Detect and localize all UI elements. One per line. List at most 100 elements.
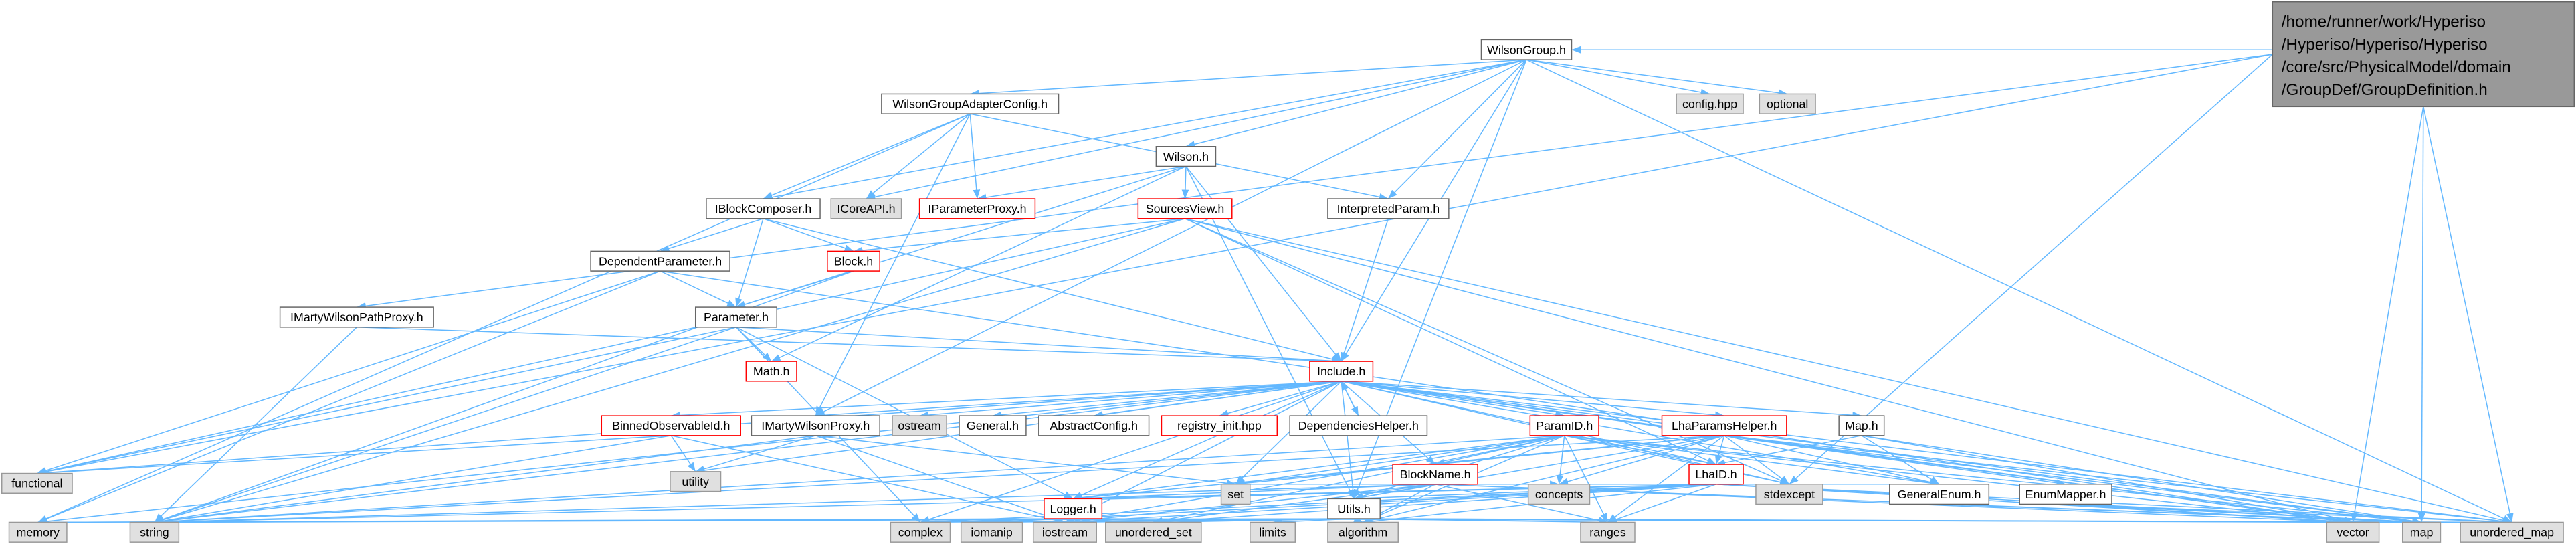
node-label: set	[1227, 488, 1244, 501]
edge-sourcesview-h-to-vector	[1185, 218, 2353, 524]
edge-include-h-to-binnedobservableid-h	[671, 381, 1342, 419]
edge-paramid-h-to-map	[1564, 435, 2422, 525]
node-logger-h[interactable]: Logger.h	[1044, 498, 1103, 519]
node-box[interactable]	[1038, 415, 1150, 436]
edge-paramid-h-to-set	[1235, 435, 1565, 487]
node-box	[1755, 484, 1823, 505]
node-include-h[interactable]: Include.h	[1309, 361, 1374, 382]
node-box[interactable]	[1838, 415, 1885, 436]
node-interpretedparam-h[interactable]: InterpretedParam.h	[1327, 198, 1450, 219]
node-registry-init-hpp[interactable]: registry_init.hpp	[1161, 415, 1278, 436]
node-box[interactable]	[881, 93, 1060, 114]
edge-wilsongroup-h-to-wilsongroupadapterconfig-h	[970, 59, 1527, 97]
edge-include-h-to-lhaparamshelper-h	[1341, 381, 1724, 419]
edge-wilson-h-to-math-h	[771, 165, 1187, 362]
node-box[interactable]	[1161, 415, 1278, 436]
node-label: Map.h	[1845, 419, 1878, 432]
edge-include-h-to-map	[1341, 381, 2422, 525]
edge-lhaparamshelper-h-to-generalenum-h	[1724, 435, 1940, 486]
node-box[interactable]	[959, 415, 1027, 436]
edge-lhaid-h-to-ranges	[1607, 484, 1716, 523]
node-iparameterproxy-h[interactable]: IParameterProxy.h	[918, 198, 1036, 219]
node-wilsongroupadapterconfig-h[interactable]: WilsonGroupAdapterConfig.h	[881, 93, 1060, 114]
node-box[interactable]	[601, 415, 741, 436]
node-box[interactable]	[1327, 198, 1450, 219]
node-box[interactable]	[827, 250, 880, 272]
node-label: string	[140, 526, 169, 539]
edge-binnedobservableid-h-to-utility	[670, 435, 696, 472]
node-box[interactable]	[706, 198, 821, 219]
node-lhaid-h[interactable]: LhaID.h	[1688, 464, 1744, 485]
node-box[interactable]	[1155, 146, 1217, 167]
edge-paramid-h-to-iostream	[1064, 435, 1565, 525]
edge-dependentparameter-h-to-memory	[37, 270, 661, 523]
node-box[interactable]	[751, 415, 880, 436]
node-label: Wilson.h	[1163, 150, 1209, 163]
node-imartywilsonpathproxy-h[interactable]: IMartyWilsonPathProxy.h	[279, 306, 434, 328]
node-wilson-h[interactable]: Wilson.h	[1155, 146, 1217, 167]
node-icoreapi-h: ICoreAPI.h	[830, 198, 902, 219]
node-box[interactable]	[1137, 198, 1233, 219]
node-parameter-h[interactable]: Parameter.h	[694, 306, 777, 328]
node-box[interactable]	[1480, 39, 1573, 60]
node-dependentparameter-h[interactable]: DependentParameter.h	[590, 250, 730, 272]
node-sourcesview-h[interactable]: SourcesView.h	[1137, 198, 1233, 219]
edge-sourcesview-h-to-stdexcept	[1185, 218, 1790, 485]
node-map-h[interactable]: Map.h	[1838, 415, 1885, 436]
node-label: IBlockComposer.h	[715, 202, 812, 215]
edge-include-h-to-set	[1235, 381, 1342, 485]
node-general-h[interactable]: General.h	[959, 415, 1027, 436]
node-abstractconfig-h[interactable]: AbstractConfig.h	[1038, 415, 1150, 436]
node-box[interactable]	[745, 361, 797, 382]
node-paramid-h[interactable]: ParamID.h	[1529, 415, 1599, 436]
node-label: iostream	[1042, 526, 1088, 539]
edge-paramid-h-to-generalenum-h	[1564, 435, 1940, 487]
edge-wilsongroupadapterconfig-h-to-memory	[37, 113, 971, 523]
node-label: memory	[17, 526, 60, 539]
edge-include-h-to-unordered-map	[1341, 381, 2512, 525]
node-box[interactable]	[1661, 415, 1787, 436]
edge-wilsongroup-h-to-config-hpp	[1526, 59, 1710, 96]
node-box[interactable]	[1327, 498, 1381, 519]
node-box[interactable]	[590, 250, 730, 272]
edge-binnedobservableid-h-to-functional	[37, 435, 672, 477]
node-box[interactable]	[1289, 415, 1428, 436]
node-box[interactable]	[2019, 484, 2112, 505]
edge-interpretedparam-h-to-include-h	[1341, 218, 1389, 362]
edge-include-h-to-general-h	[992, 381, 1342, 419]
node-box[interactable]	[1889, 484, 1990, 505]
edge-wilson-h-to-include-h	[1185, 165, 1342, 362]
node-wilsongroup-h[interactable]: WilsonGroup.h	[1480, 39, 1573, 60]
node-label: LhaParamsHelper.h	[1672, 419, 1777, 432]
edge-paramid-h-to-vector	[1564, 435, 2353, 525]
node-utils-h[interactable]: Utils.h	[1327, 498, 1381, 519]
edge-layer	[37, 46, 2514, 526]
node-box	[960, 521, 1023, 543]
node-utility: utility	[670, 471, 722, 492]
node-enummapper-h[interactable]: EnumMapper.h	[2019, 484, 2112, 505]
node-binnedobservableid-h[interactable]: BinnedObservableId.h	[601, 415, 741, 436]
node-box[interactable]	[694, 306, 777, 328]
node-box[interactable]	[1529, 415, 1599, 436]
node-box[interactable]	[1044, 498, 1103, 519]
node-box[interactable]	[279, 306, 434, 328]
node-generalenum-h[interactable]: GeneralEnum.h	[1889, 484, 1990, 505]
node-block-h[interactable]: Block.h	[827, 250, 880, 272]
node-box[interactable]	[918, 198, 1036, 219]
node-iblockcomposer-h[interactable]: IBlockComposer.h	[706, 198, 821, 219]
node-label: optional	[1767, 97, 1808, 110]
node-math-h[interactable]: Math.h	[745, 361, 797, 382]
edge-wilsongroup-h-to-optional	[1526, 59, 1788, 97]
node-dependencieshelper-h[interactable]: DependenciesHelper.h	[1289, 415, 1428, 436]
node-blockname-h[interactable]: BlockName.h	[1392, 464, 1478, 485]
node-box[interactable]	[1688, 464, 1744, 485]
edge-sourcesview-h-to-functional	[37, 218, 1185, 475]
edge-iblockcomposer-h-to-dependentparameter-h	[660, 218, 764, 252]
node-imartywilsonproxy-h[interactable]: IMartyWilsonProxy.h	[751, 415, 880, 436]
edge-wilsongroup-h-to-unordered-map	[1526, 59, 2512, 523]
node-lhaparamshelper-h[interactable]: LhaParamsHelper.h	[1661, 415, 1787, 436]
node-label: Include.h	[1317, 365, 1365, 378]
node-box[interactable]	[1392, 464, 1478, 485]
node-box[interactable]	[1309, 361, 1374, 382]
node-optional: optional	[1759, 93, 1816, 114]
